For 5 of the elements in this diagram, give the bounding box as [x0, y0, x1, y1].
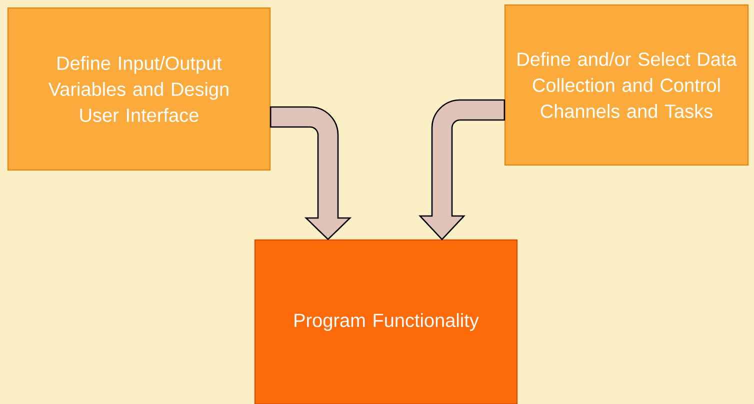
- process-box: Define and/or Select Data Collection and Control Channels and Tasks: [504, 4, 749, 166]
- bent-arrow: [270, 106, 351, 240]
- process-box: Program Functionality: [254, 239, 518, 404]
- process-box: Define Input/Output Variables and Design User Interface: [7, 7, 271, 171]
- bent-arrow: [419, 99, 506, 240]
